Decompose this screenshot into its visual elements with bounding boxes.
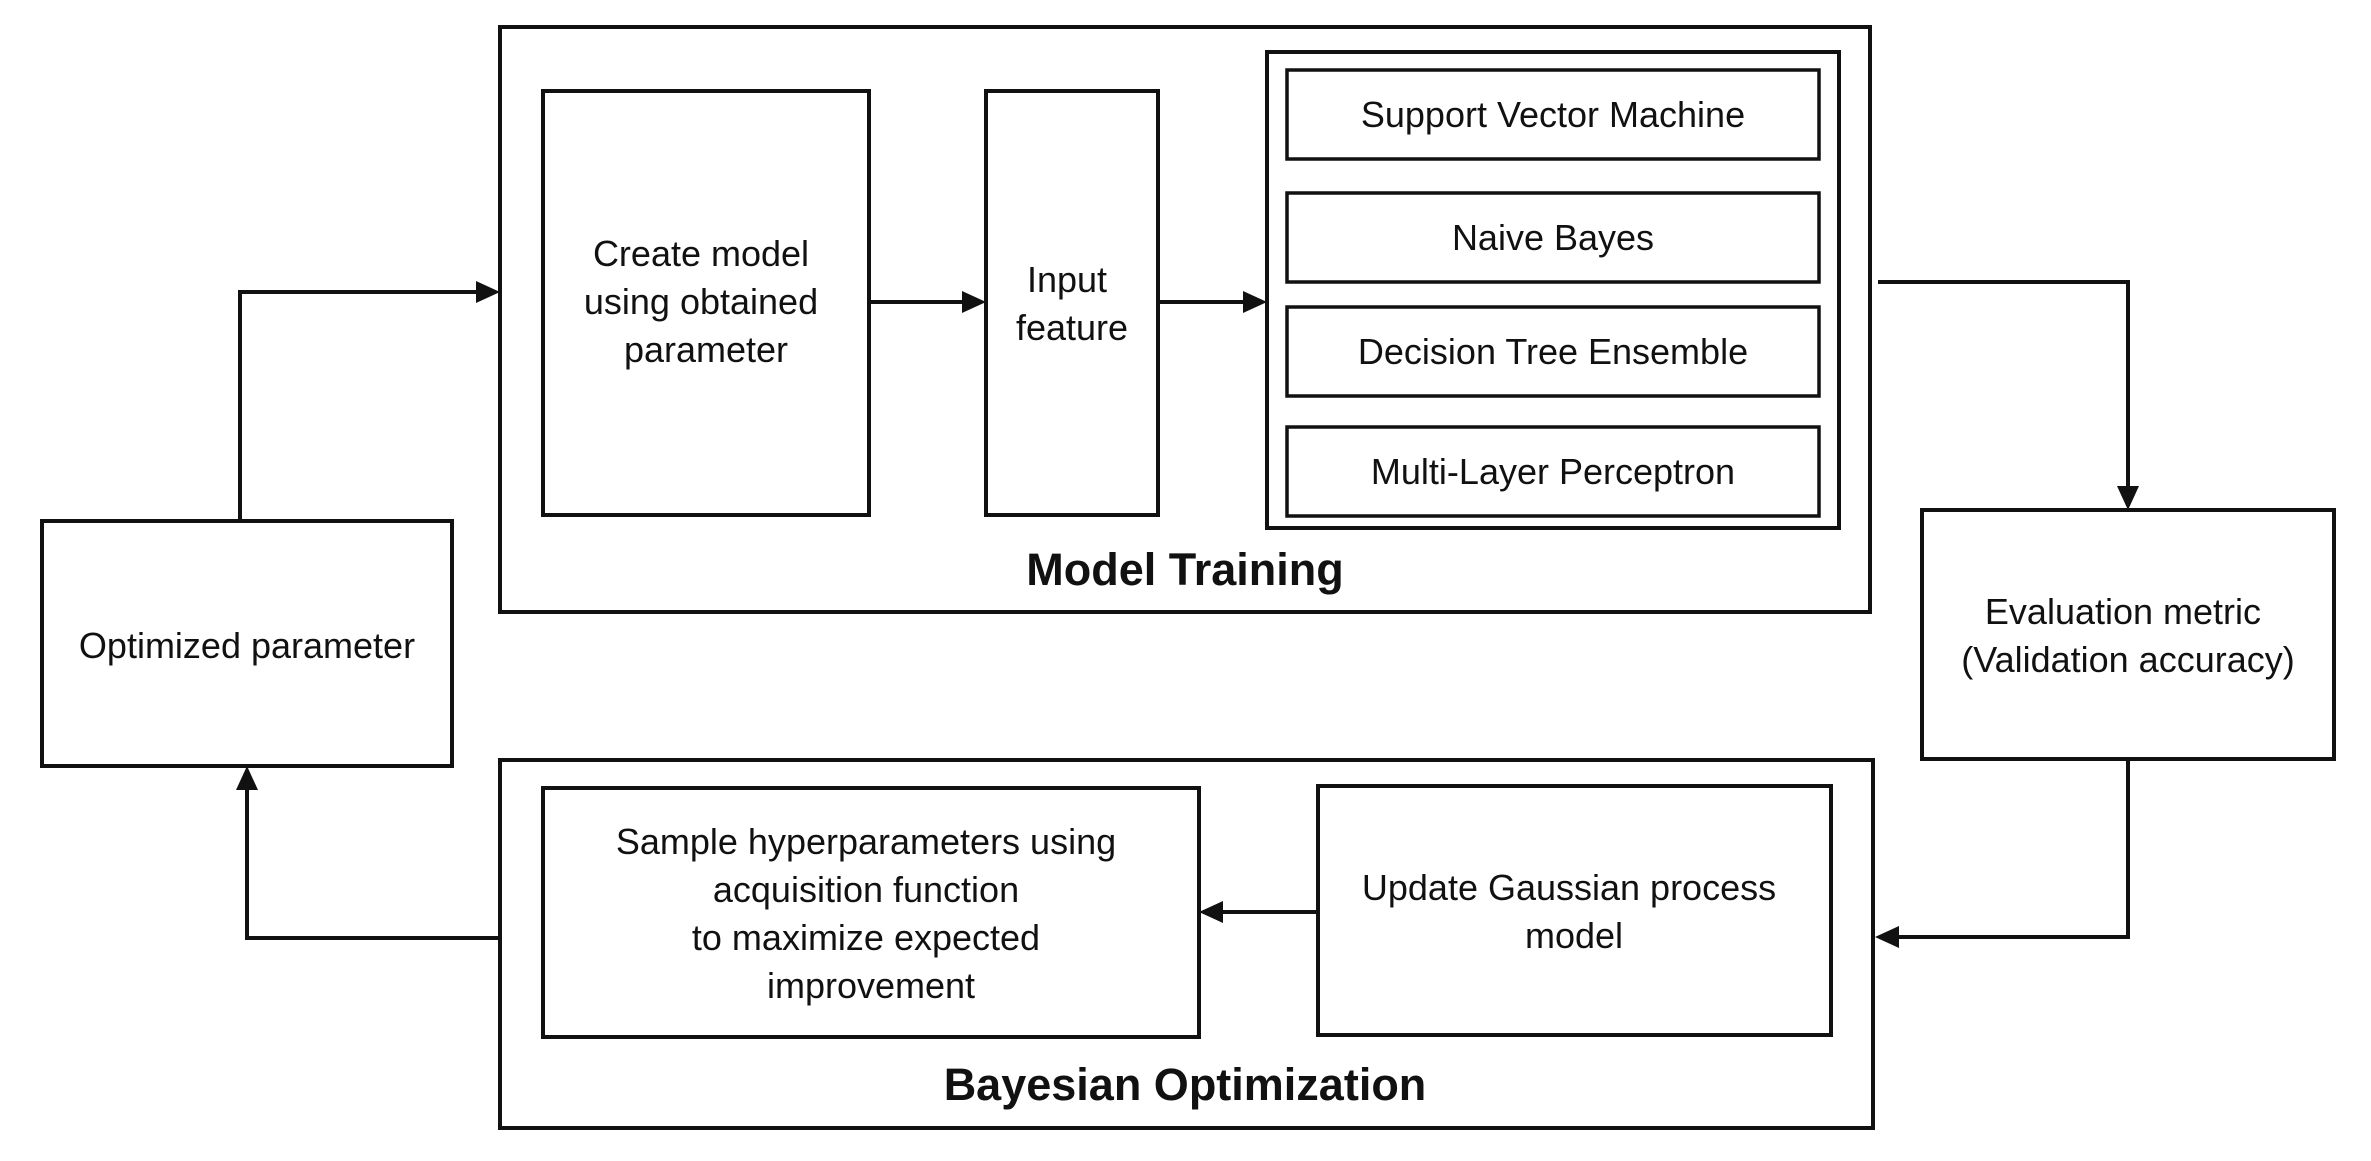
classifier-decision-tree-box: [1285, 305, 1821, 398]
update-gaussian-process-box: [1316, 784, 1833, 1037]
arrowhead-optimization-to-parameter: [236, 766, 258, 790]
sample-hyperparameters-box: [541, 786, 1201, 1039]
create-model-box: [541, 89, 871, 517]
classifier-naive-bayes-label: Naive Bayes: [1452, 217, 1654, 258]
classifier-mlp-box: [1285, 425, 1821, 518]
model-training-title: Model Training: [1026, 544, 1344, 595]
bayesian-optimization-title: Bayesian Optimization: [944, 1059, 1427, 1110]
input-feature-box: [984, 89, 1160, 517]
arrow-evaluation-to-optimization: [1897, 759, 2130, 939]
classifier-naive-bayes-box: [1285, 191, 1821, 284]
arrow-parameter-to-training: [238, 290, 478, 521]
classifier-svm-box: [1285, 68, 1821, 161]
create-model-label: Create model using obtained parameter: [584, 233, 828, 370]
classifier-svm-label: Support Vector Machine: [1361, 94, 1745, 135]
arrow-optimization-to-parameter: [245, 790, 500, 940]
arrowhead-input-to-classifiers: [1243, 291, 1267, 313]
classifier-decision-tree-label: Decision Tree Ensemble: [1358, 331, 1748, 372]
arrowhead-create-to-input: [962, 291, 986, 313]
connectors: [236, 280, 2139, 948]
arrowhead-parameter-to-training: [476, 281, 500, 303]
arrow-training-to-evaluation: [1878, 280, 2130, 488]
arrowhead-training-to-evaluation: [2117, 486, 2139, 510]
classifier-mlp-label: Multi-Layer Perceptron: [1371, 451, 1735, 492]
evaluation-metric-box: [1920, 508, 2336, 761]
optimized-parameter-box: [40, 519, 454, 768]
optimized-parameter-section: Optimized parameter: [40, 519, 454, 768]
sample-hyperparameters-label: Sample hyperparameters using acquisition…: [616, 821, 1126, 1006]
evaluation-section: Evaluation metric (Validation accuracy): [1920, 508, 2336, 761]
arrowhead-evaluation-to-optimization: [1875, 926, 1899, 948]
bayesian-optimization-section: Bayesian Optimization Sample hyperparame…: [498, 758, 1875, 1130]
update-gaussian-process-label: Update Gaussian process model: [1362, 867, 1786, 956]
input-feature-label: Input feature: [1016, 259, 1128, 348]
optimized-parameter-label: Optimized parameter: [79, 625, 415, 666]
evaluation-metric-label: Evaluation metric (Validation accuracy): [1961, 591, 2294, 680]
model-training-section: Model Training Create model using obtain…: [498, 25, 1872, 614]
arrowhead-update-to-sample: [1199, 901, 1223, 923]
